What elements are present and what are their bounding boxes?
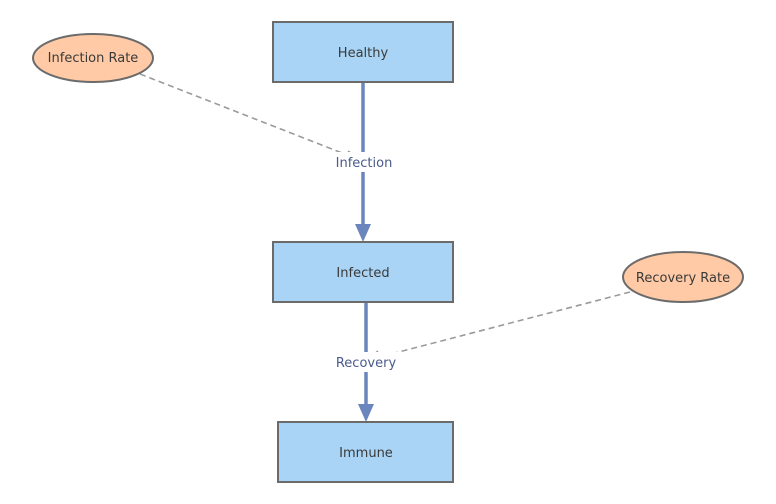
stock-healthy[interactable]: Healthy xyxy=(272,21,454,83)
stock-immune-label: Immune xyxy=(339,446,393,461)
infection-flow-label: Infection xyxy=(336,156,393,171)
parameter-infection-rate[interactable]: Infection Rate xyxy=(32,33,154,83)
recovery-flow-label: Recovery xyxy=(336,356,397,371)
parameter-infection-rate-label: Infection Rate xyxy=(48,51,139,66)
infection-flow-arrowhead xyxy=(355,224,371,242)
stock-infected[interactable]: Infected xyxy=(272,241,454,303)
stock-healthy-label: Healthy xyxy=(338,46,389,61)
parameter-recovery-rate[interactable]: Recovery Rate xyxy=(622,251,744,303)
stock-immune[interactable]: Immune xyxy=(277,421,454,483)
infection-rate-link xyxy=(139,73,361,161)
recovery-rate-link xyxy=(367,291,631,361)
recovery-label-backing xyxy=(334,352,398,372)
stock-infected-label: Infected xyxy=(336,266,389,281)
recovery-flow-arrowhead xyxy=(358,404,374,422)
parameter-recovery-rate-label: Recovery Rate xyxy=(636,271,730,286)
infection-label-backing xyxy=(332,152,396,172)
